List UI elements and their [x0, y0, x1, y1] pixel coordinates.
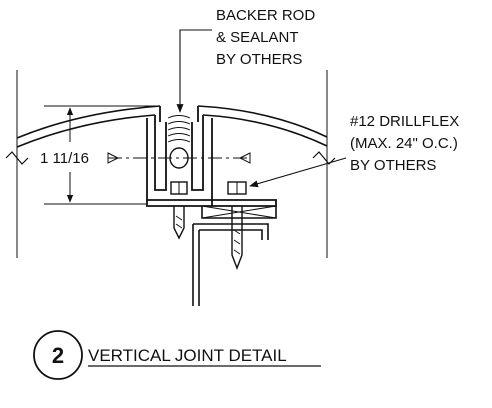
- detail-number-circle: [33, 330, 83, 380]
- left-panel-outer-curve: [16, 105, 161, 139]
- support-cross: [201, 205, 277, 219]
- left-panel-return: [154, 106, 167, 191]
- detail-number: 2: [52, 343, 64, 368]
- steel-stud: [192, 223, 269, 306]
- right-break-symbol: [312, 151, 336, 165]
- drillflex-leader: [249, 157, 347, 188]
- dimension-label: 1 11/16: [40, 150, 89, 167]
- right-panel-return: [191, 106, 204, 191]
- backer-rod-line-3: BY OTHERS: [216, 51, 302, 68]
- backer-rod-line-1: BACKER ROD: [216, 7, 315, 24]
- left-screw: [170, 181, 188, 240]
- left-break-symbol: [5, 151, 29, 165]
- channel-foot: [146, 199, 277, 207]
- right-panel-inner-curve: [202, 114, 328, 147]
- right-screw: [227, 181, 247, 270]
- drillflex-line-2: (MAX. 24" O.C.): [350, 135, 458, 152]
- drillflex-line-3: BY OTHERS: [350, 157, 436, 174]
- sealant-hatch: [167, 115, 191, 143]
- backer-rod-line-2: & SEALANT: [216, 29, 299, 46]
- backer-rod-leader: [176, 29, 212, 113]
- joint-channel: [146, 118, 213, 201]
- right-panel-outer-curve: [197, 105, 328, 138]
- detail-title: VERTICAL JOINT DETAIL: [88, 346, 287, 365]
- support-angle: [201, 206, 277, 219]
- left-centerline-cap: [107, 152, 251, 164]
- drillflex-line-1: #12 DRILLFLEX: [350, 113, 459, 130]
- left-panel-inner-curve: [16, 114, 156, 148]
